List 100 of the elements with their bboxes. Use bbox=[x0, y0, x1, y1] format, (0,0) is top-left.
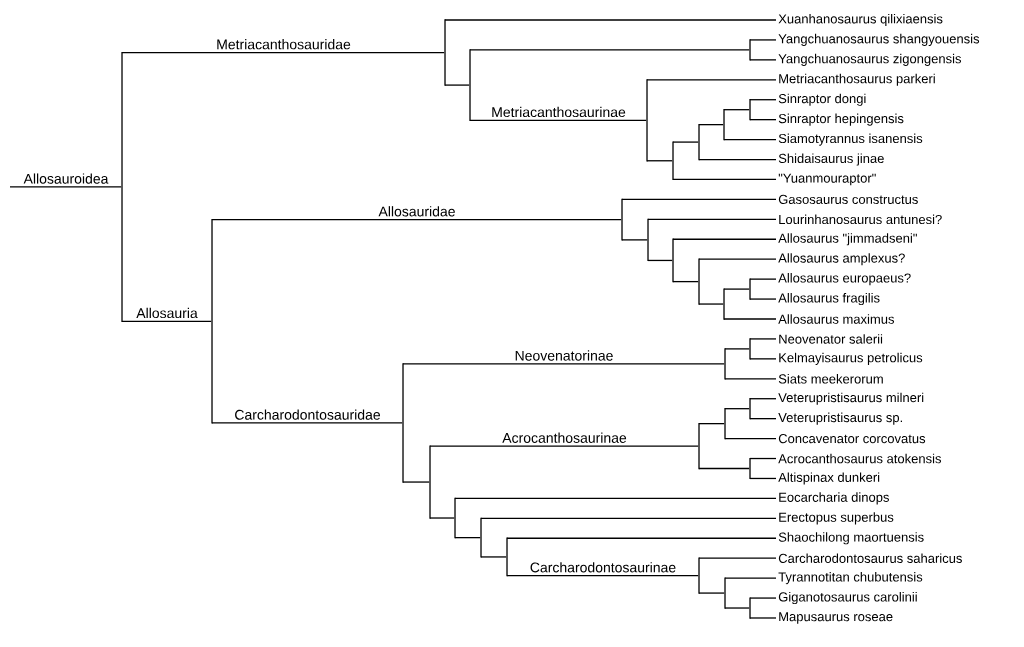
branch-line bbox=[454, 537, 481, 539]
taxon-name: Acrocanthosaurus atokensis bbox=[778, 453, 941, 464]
branch-line bbox=[698, 592, 725, 594]
branch-line bbox=[698, 124, 724, 126]
branch-line bbox=[698, 467, 750, 470]
branch-line bbox=[121, 51, 445, 54]
branch-line bbox=[647, 218, 777, 220]
branch-line bbox=[646, 160, 673, 162]
branch-line bbox=[749, 617, 777, 619]
taxon-name: Yangchuanosaurus zigongensis bbox=[778, 53, 962, 66]
branch-line bbox=[724, 408, 750, 410]
branch-line bbox=[723, 138, 777, 141]
branch-line bbox=[469, 49, 750, 51]
branch-line bbox=[698, 423, 725, 425]
branch-line bbox=[749, 358, 777, 360]
branch-line bbox=[672, 238, 777, 240]
branch-line bbox=[444, 19, 777, 21]
branch-line bbox=[724, 607, 750, 609]
taxon-name: Neovenator salerii bbox=[779, 334, 883, 344]
taxon-name: Veterupristisaurus sp. bbox=[778, 412, 902, 425]
taxon-name: Allosaurus "jimmadseni" bbox=[778, 233, 917, 246]
taxon-name: Sinraptor hepingensis bbox=[778, 113, 904, 126]
branch-line bbox=[749, 119, 777, 121]
branch-line bbox=[454, 497, 777, 500]
edge-label: Allosauria bbox=[135, 306, 199, 320]
branch-line bbox=[646, 79, 777, 81]
branch-line bbox=[749, 59, 777, 61]
edge-label: Carcharodontosauridae bbox=[233, 408, 382, 421]
branch-line bbox=[749, 457, 777, 460]
branch-line bbox=[672, 141, 699, 143]
branch-line bbox=[723, 318, 777, 320]
branch-line bbox=[621, 239, 648, 241]
branch-line bbox=[724, 378, 777, 380]
branch-line bbox=[121, 320, 212, 322]
branch-line bbox=[749, 278, 777, 280]
edge-label: Metriacanthosaurinae bbox=[490, 105, 627, 119]
branch-line bbox=[506, 575, 699, 577]
branch-line bbox=[444, 84, 470, 86]
branch-line bbox=[723, 109, 750, 111]
taxon-name: Carcharodontosaurus saharicus bbox=[778, 553, 962, 563]
taxon-name: Eocarcharia dinops bbox=[779, 492, 889, 505]
branch-line bbox=[211, 219, 622, 221]
taxon-name: Allosaurus amplexus? bbox=[778, 253, 905, 266]
taxon-name: Xuanhanosaurus qilixiaensis bbox=[778, 13, 943, 27]
taxon-name: Giganotosaurus carolinii bbox=[778, 592, 917, 605]
taxon-name: Yangchuanosaurus shangyouensis bbox=[778, 33, 980, 46]
taxon-name: Allosaurus europaeus? bbox=[778, 273, 911, 286]
branch-line bbox=[506, 537, 777, 539]
branch-line bbox=[402, 481, 430, 483]
taxon-name: Tyrannotitan chubutensis bbox=[778, 572, 923, 585]
taxon-name: Shaochilong maortuensis bbox=[778, 532, 924, 545]
taxon-name: Allosaurus fragilis bbox=[778, 293, 880, 306]
branch-line bbox=[698, 258, 777, 260]
branch-line bbox=[480, 556, 507, 558]
branch-line bbox=[621, 198, 777, 201]
branch-line bbox=[429, 445, 699, 447]
branch-line bbox=[672, 178, 777, 181]
branch-line bbox=[749, 597, 777, 599]
edge-label: Carcharodontosaurinae bbox=[528, 561, 678, 574]
taxon-name: "Yuanmouraptor" bbox=[778, 173, 876, 186]
taxon-name: Veterupristisaurus milneri bbox=[778, 392, 924, 405]
taxon-name: Siats meekerorum bbox=[778, 374, 883, 384]
taxon-name: Shidaisaurus jinae bbox=[778, 153, 884, 166]
taxon-name: Mapusaurus roseae bbox=[779, 612, 893, 624]
branch-line bbox=[402, 363, 725, 365]
taxon-name: Metriacanthosaurus parkeri bbox=[779, 73, 935, 86]
taxon-name: Siamotyrannus isanensis bbox=[778, 133, 923, 146]
taxon-name: Erectopus superbus bbox=[779, 512, 894, 525]
branch-line bbox=[698, 303, 724, 305]
branch-line bbox=[724, 577, 777, 579]
branch-line bbox=[698, 557, 777, 559]
branch-line bbox=[469, 119, 647, 121]
edge-label: Allosauridae bbox=[377, 205, 457, 218]
branch-line bbox=[647, 259, 673, 262]
branch-line bbox=[724, 348, 750, 350]
edge-label: Acrocanthosaurinae bbox=[501, 431, 628, 444]
branch-line bbox=[749, 298, 777, 300]
taxon-name: Kelmayisaurus petrolicus bbox=[779, 352, 923, 365]
branch-line bbox=[749, 398, 777, 400]
branch-line bbox=[672, 280, 699, 283]
taxon-name: Lourinhanosaurus antunesi? bbox=[779, 214, 942, 225]
edge-label: Allosauroidea bbox=[22, 172, 110, 185]
taxon-name: Altispinax dunkeri bbox=[778, 472, 880, 485]
branch-line bbox=[429, 517, 455, 519]
taxon-name: Gasosaurus constructus bbox=[778, 194, 918, 204]
branch-line bbox=[480, 517, 777, 519]
branch-line bbox=[723, 288, 750, 290]
edge-label: Neovenatorinae bbox=[513, 349, 615, 362]
taxon-name: Allosaurus maximus bbox=[778, 314, 895, 324]
branch-line bbox=[698, 158, 777, 161]
branch-line bbox=[724, 437, 777, 440]
branch-line bbox=[749, 418, 777, 420]
branch-line bbox=[211, 422, 403, 424]
taxon-name: Sinraptor dongi bbox=[778, 93, 866, 106]
branch-line bbox=[749, 338, 777, 340]
branch-line bbox=[9, 186, 122, 188]
branch-line bbox=[749, 477, 777, 480]
branch-line bbox=[749, 99, 777, 101]
taxon-name: Concavenator corcovatus bbox=[778, 434, 926, 444]
branch-line bbox=[749, 39, 777, 41]
